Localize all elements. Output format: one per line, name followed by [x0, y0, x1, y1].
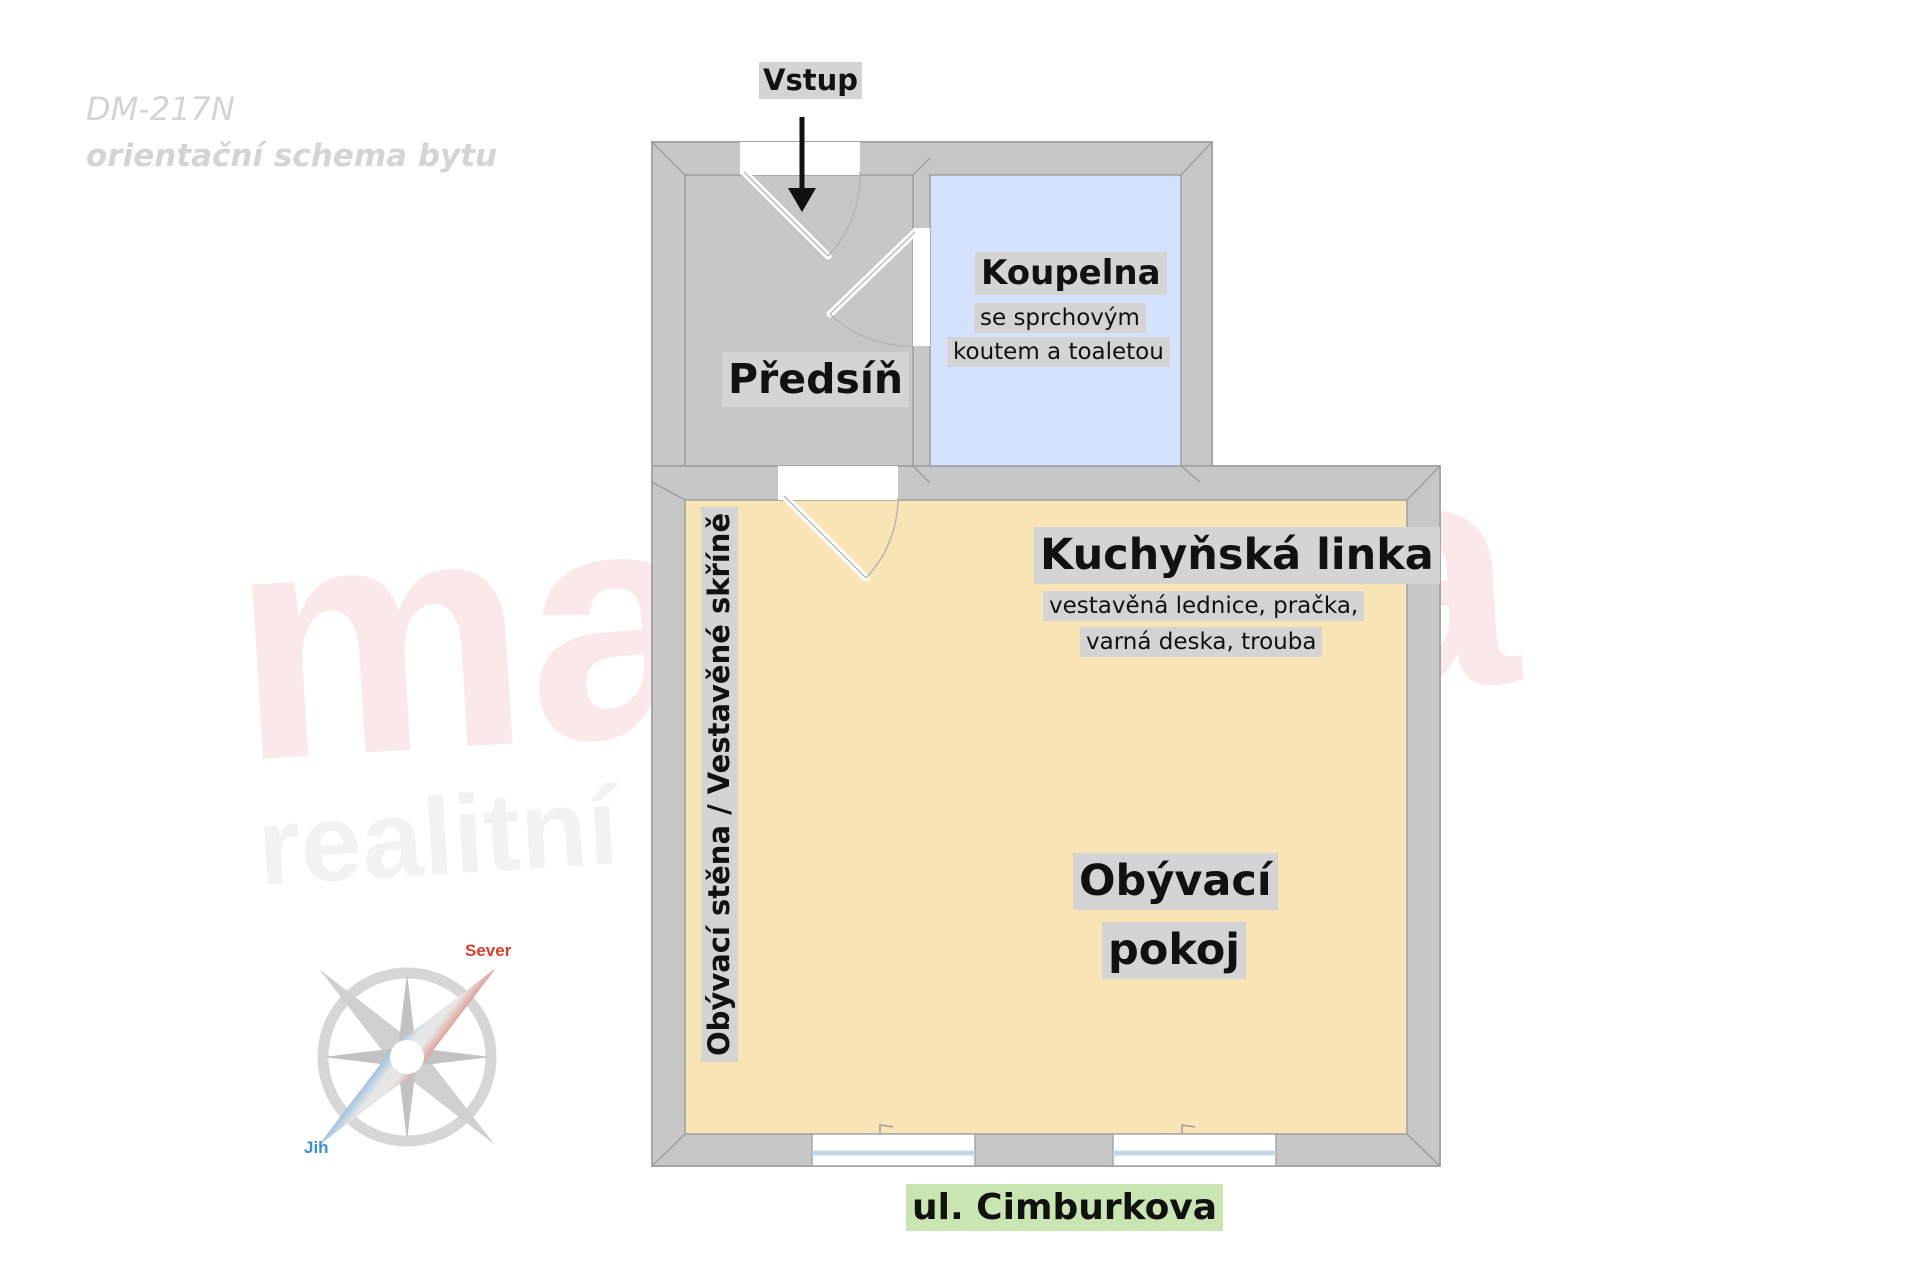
kitchen-label: Kuchyňská linka	[1034, 527, 1440, 585]
compass-rose-icon	[317, 967, 497, 1147]
bathroom-label: Koupelna	[975, 252, 1167, 296]
kitchen-detail-line1: vestavěná lednice, pračka,	[1043, 591, 1365, 622]
entrance-arrow-icon	[788, 117, 816, 212]
living-room-label-line1: Obývací	[1073, 853, 1278, 911]
street-label: ul. Cimburkova	[906, 1184, 1224, 1232]
hallway-floor	[684, 174, 914, 467]
living-room-label-line2: pokoj	[1102, 922, 1247, 980]
bathroom-door	[826, 228, 930, 347]
hallway-label: Předsíň	[722, 352, 910, 408]
windows	[811, 1124, 1277, 1167]
living-door	[778, 466, 899, 582]
living-wall-label: Obývací stěna / Vestavěné skříně	[701, 506, 739, 1062]
plan-subtitle: orientační schema bytu	[86, 138, 498, 174]
plan-code: DM-217N	[86, 90, 235, 128]
kitchen-detail-line2: varná deska, trouba	[1080, 627, 1323, 658]
entrance-label: Vstup	[759, 62, 862, 100]
compass-south-label: Jih	[304, 1138, 329, 1157]
bathroom-detail-line1: se sprchovým	[974, 303, 1146, 334]
window-left	[811, 1133, 976, 1167]
window-right	[1112, 1133, 1277, 1167]
wall-bevels	[651, 141, 1441, 1167]
bathroom-detail-line2: koutem a toaletou	[947, 337, 1170, 368]
compass-north-label: Sever	[465, 941, 512, 960]
